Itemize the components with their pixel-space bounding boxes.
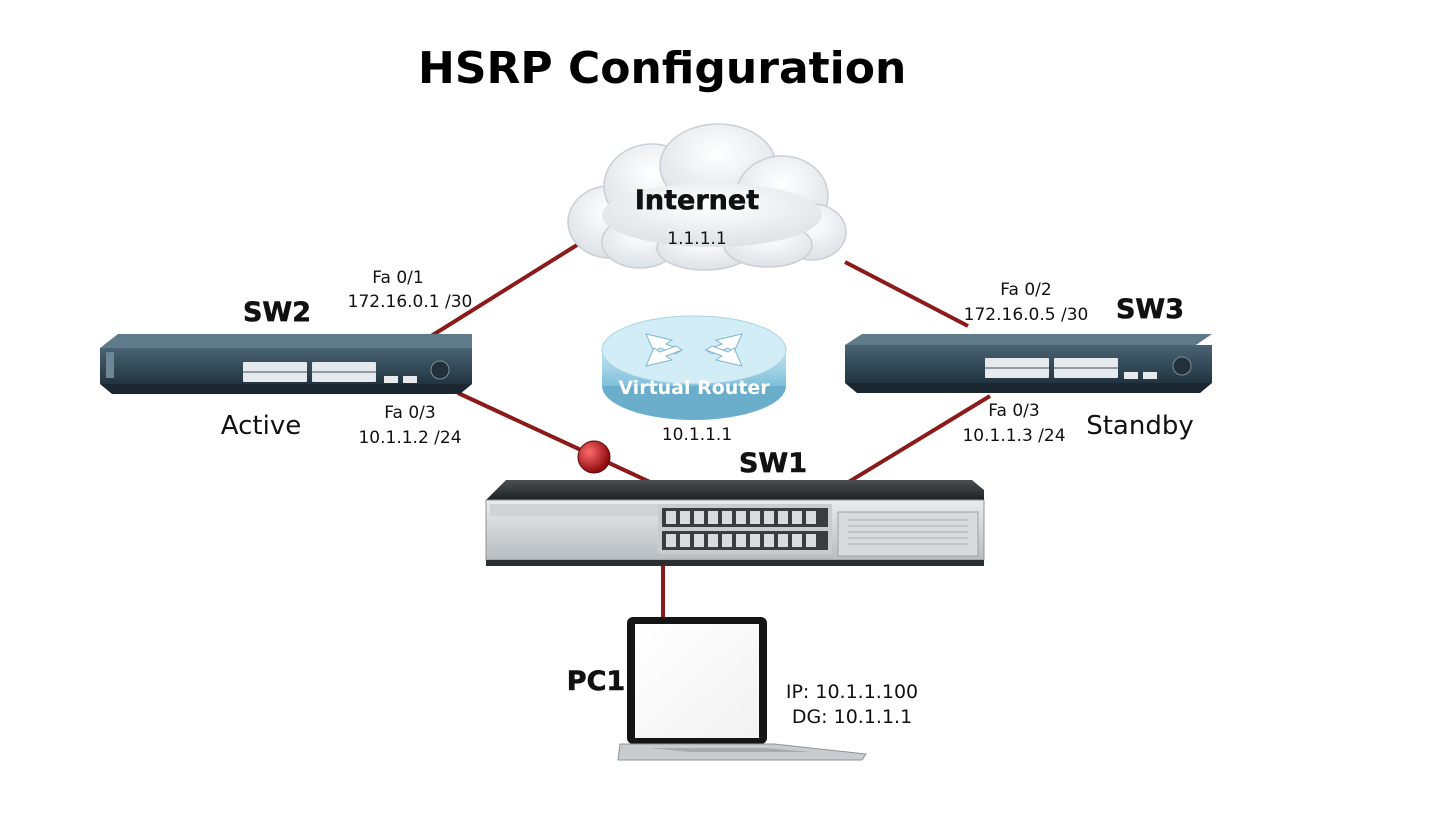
virtual-router-ip: 10.1.1.1 bbox=[662, 425, 732, 445]
sw3-role: Standby bbox=[1086, 411, 1194, 441]
blocked-port-indicator bbox=[577, 440, 611, 474]
diagram-title: HSRP Configuration bbox=[418, 43, 906, 94]
sw2-uplink-port: Fa 0/1 bbox=[372, 268, 423, 288]
sw2-downlink-ip: 10.1.1.2 /24 bbox=[358, 428, 461, 448]
sw3-uplink-ip: 172.16.0.5 /30 bbox=[964, 305, 1089, 325]
link-sw2-internet bbox=[426, 238, 587, 340]
sw3-uplink-port: Fa 0/2 bbox=[1000, 280, 1051, 300]
sw3-name: SW3 bbox=[1116, 294, 1184, 325]
sw2-name: SW2 bbox=[243, 297, 311, 328]
sw2-role: Active bbox=[221, 411, 301, 441]
sw1-name: SW1 bbox=[739, 448, 807, 479]
sw3-downlink-port: Fa 0/3 bbox=[988, 401, 1039, 421]
switch-icon bbox=[845, 334, 1212, 393]
pc1-ip: IP: 10.1.1.100 bbox=[786, 681, 918, 703]
internet-ip: 1.1.1.1 bbox=[667, 229, 726, 249]
sw2-downlink-port: Fa 0/3 bbox=[384, 403, 435, 423]
virtual-router-label: Virtual Router bbox=[618, 377, 770, 399]
pc1-default-gateway: DG: 10.1.1.1 bbox=[792, 706, 912, 728]
switch-icon bbox=[485, 480, 985, 566]
pc1-name: PC1 bbox=[567, 666, 625, 697]
sw2-uplink-ip: 172.16.0.1 /30 bbox=[348, 292, 473, 312]
router-icon bbox=[601, 315, 787, 420]
laptop-icon bbox=[617, 617, 867, 761]
switch-icon bbox=[100, 334, 472, 394]
sw3-downlink-ip: 10.1.1.3 /24 bbox=[962, 426, 1065, 446]
internet-label: Internet bbox=[635, 185, 759, 216]
cloud-icon bbox=[567, 123, 847, 271]
link-sw3-internet bbox=[844, 260, 969, 328]
